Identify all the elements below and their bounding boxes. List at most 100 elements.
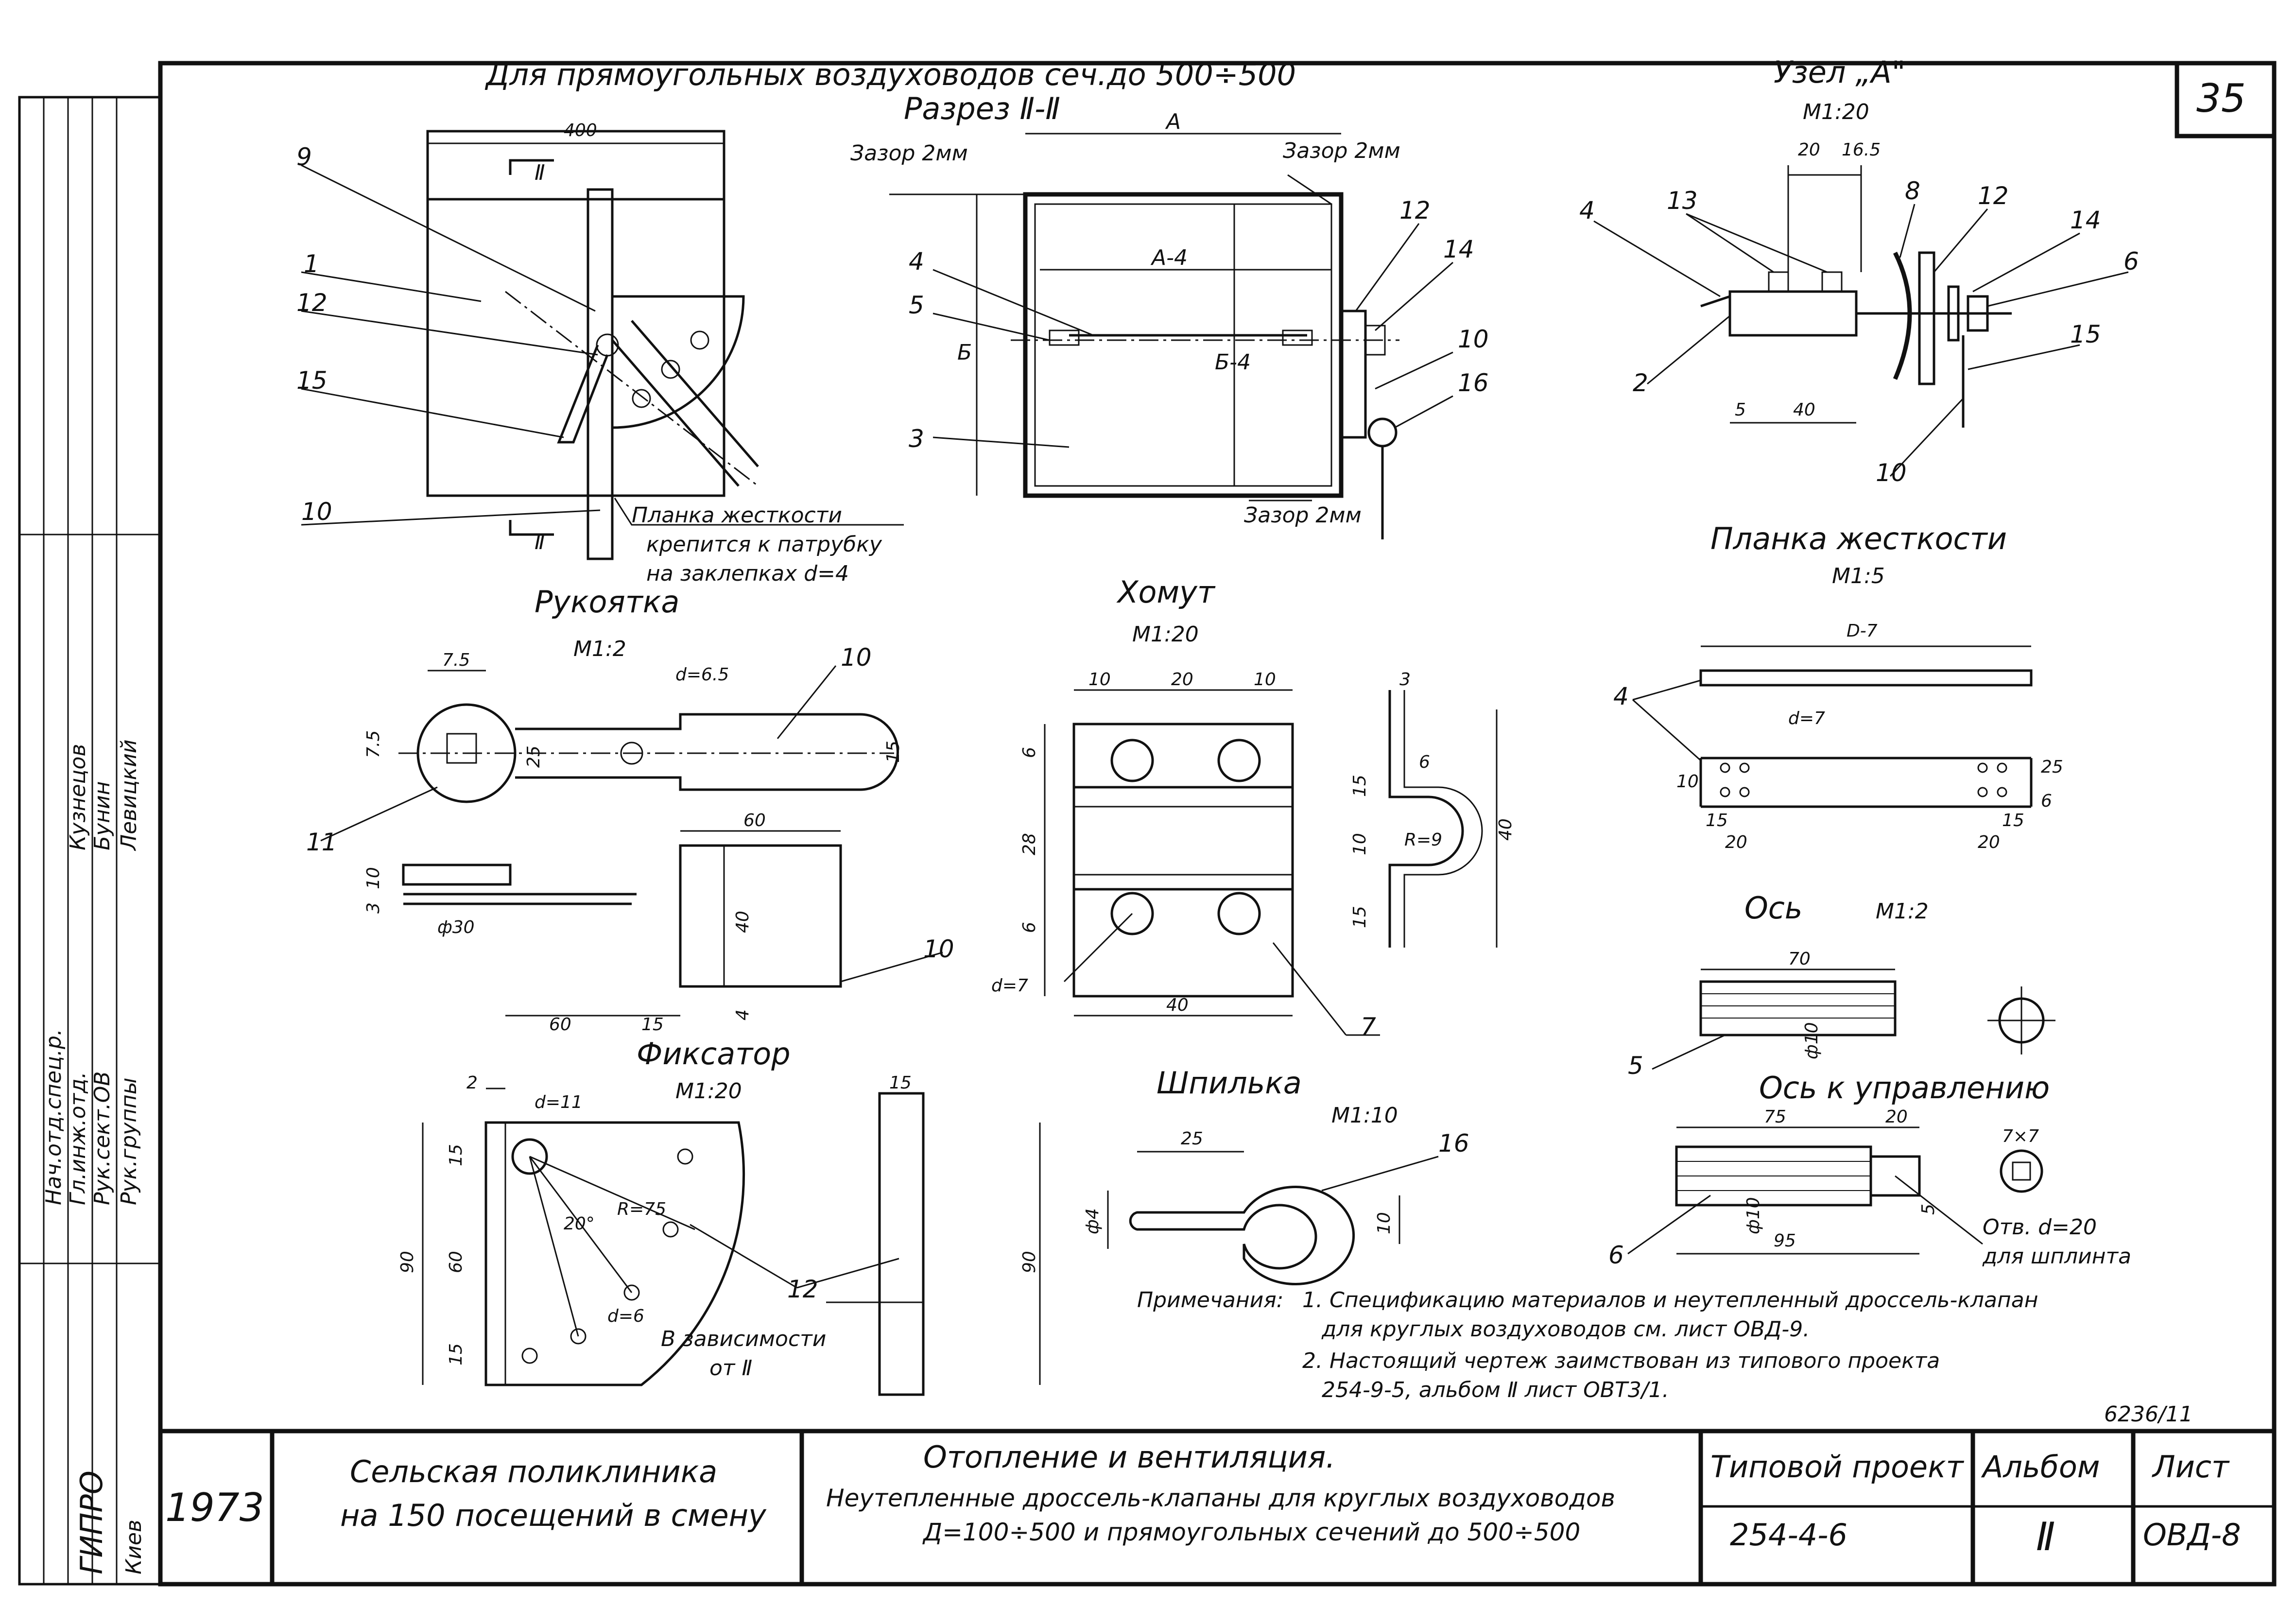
stamp-role-2: Гл.инж.отд. [66, 1071, 90, 1205]
lock-scale: М1:20 [675, 1079, 742, 1104]
dim-A: A [1165, 109, 1181, 134]
section-2-2-view [889, 133, 1453, 539]
node-a-callout-6: 6 [2123, 247, 2139, 276]
node-a-callout-2: 2 [1633, 369, 1648, 397]
axis-title: Ось [1744, 890, 1802, 926]
axis-control-dim-phi10: ф10 [1744, 1197, 1763, 1234]
node-a-callout-10: 10 [1876, 459, 1907, 487]
callout-10a: 10 [301, 498, 332, 526]
callout-5a: 5 [909, 291, 924, 319]
pin-view [1107, 1151, 1439, 1285]
dim-A-4: A-4 [1150, 245, 1188, 270]
clamp-scale: М1:20 [1132, 622, 1199, 647]
callout-1: 1 [304, 250, 319, 278]
dim-B: Б [957, 340, 972, 365]
pin-title: Шпилька [1157, 1065, 1302, 1101]
stiffener-scale: М1:5 [1832, 564, 1885, 588]
node-a-callout-14: 14 [2070, 206, 2101, 234]
pin-dim-25: 25 [1181, 1129, 1203, 1149]
stamp-role-3: Рук.сект.ОВ [90, 1071, 115, 1205]
clamp-view [1044, 689, 1498, 1036]
node-a-callout-8: 8 [1905, 177, 1920, 205]
axis-control-dim-75: 75 [1764, 1107, 1786, 1127]
stamp-name-3: Левицкий [117, 740, 141, 851]
clamp-dim-6b: 6 [1019, 922, 1039, 933]
axis-control-dim-7x7: 7×7 [2002, 1126, 2039, 1146]
stamp-name-1: Кузнецов [66, 744, 90, 850]
handle-scale: М1:2 [573, 637, 626, 661]
clamp-dim-6a: 6 [1019, 747, 1039, 758]
stamp-org-1: ГИПРО [74, 1470, 109, 1574]
tb-project-label: Типовой проект [1710, 1449, 1965, 1485]
callout-16a: 16 [1458, 369, 1489, 397]
stiffener-callout-4: 4 [1613, 682, 1629, 710]
lock-dim-15a: 15 [446, 1144, 466, 1166]
axis-control-dim-95: 95 [1774, 1231, 1796, 1251]
rect-width-dim: 400 [564, 121, 597, 140]
clamp-dim-28: 28 [1019, 833, 1039, 855]
handle-dim-7-5a: 7.5 [442, 650, 470, 670]
tb-album-label: Альбом [1981, 1449, 2100, 1485]
callout-3: 3 [909, 425, 924, 453]
section-mark-bottom: Ⅱ [535, 530, 545, 554]
handle-dim-phi30: ф30 [437, 917, 475, 937]
callout-4a: 4 [909, 247, 924, 276]
node-a-dim-20: 20 [1798, 140, 1820, 160]
clamp-dim-10b: 10 [1254, 670, 1276, 690]
stiffener-dim-15b: 15 [2002, 811, 2024, 830]
node-a-callout-12: 12 [1978, 182, 2009, 210]
stiffener-dim-15a: 15 [1706, 811, 1728, 830]
node-a-callout-15: 15 [2070, 320, 2101, 348]
tb-year: 1973 [165, 1485, 264, 1530]
clamp-dim-10a: 10 [1088, 670, 1111, 690]
section-2-2-title: Разрез Ⅱ-Ⅱ [904, 91, 1060, 126]
handle-dim-10: 10 [363, 867, 383, 889]
axis-dim-phi10: ф10 [1802, 1022, 1822, 1059]
axis-control-hole-2: для шплинта [1982, 1244, 2131, 1269]
node-a-dim-40: 40 [1793, 400, 1815, 420]
stiffener-dim-D7: D-7 [1847, 621, 1878, 641]
node-a-dim-16-5: 16.5 [1842, 140, 1881, 160]
axis-dim-70: 70 [1788, 949, 1811, 969]
tb-title-2: Неутепленные дроссель-клапаны для круглы… [826, 1484, 1615, 1512]
lock-dim-2: 2 [466, 1073, 478, 1093]
lock-dim-15c: 15 [889, 1073, 912, 1093]
lock-dim-60: 60 [446, 1251, 466, 1273]
clamp-dim-10c: 10 [1350, 833, 1370, 855]
tb-title-1: Отопление и вентиляция. [923, 1439, 1335, 1475]
handle-dim-40: 40 [733, 911, 753, 933]
handle-dim-60b: 60 [549, 1015, 571, 1035]
clamp-dim-R9: R=9 [1404, 830, 1442, 850]
notes-heading: Примечания: [1137, 1288, 1284, 1313]
lock-dim-20deg: 20° [564, 1214, 595, 1234]
notes-item-2: для круглых воздуховодов см. лист ОВД-9. [1321, 1317, 1810, 1342]
note-line-2: крепится к патрубку [646, 532, 882, 557]
handle-dim-60a: 60 [743, 811, 766, 830]
lock-callout-12: 12 [787, 1275, 818, 1303]
stiffener-view [1632, 645, 2033, 808]
note-line-3: на заклепках d=4 [646, 561, 849, 586]
stiffener-dim-6: 6 [2041, 791, 2052, 811]
callout-15: 15 [296, 366, 328, 395]
stiffener-dim-10: 10 [1676, 772, 1699, 792]
axis-control-dim-5: 5 [1918, 1204, 1938, 1215]
clamp-dim-40b: 40 [1496, 818, 1516, 841]
tb-project-number: 254-4-6 [1730, 1517, 1847, 1553]
clamp-title: Хомут [1116, 574, 1216, 610]
lock-dim-R75: R=75 [617, 1199, 666, 1219]
axis-control-hole-1: Отв. d=20 [1983, 1215, 2097, 1240]
sheet-number: 35 [2196, 76, 2246, 121]
sheet-frame [18, 61, 2277, 1587]
note-line-1: Планка жесткости [632, 503, 842, 528]
pin-scale: М1:10 [1331, 1103, 1398, 1128]
handle-dim-3: 3 [363, 902, 383, 914]
stiffener-dim-25: 25 [2041, 757, 2063, 777]
node-a-callout-13: 13 [1667, 187, 1698, 215]
inventory-number: 6236/11 [2104, 1402, 2193, 1427]
gap-bottom: Зазор 2мм [1244, 503, 1362, 528]
handle-dim-15b: 15 [641, 1015, 664, 1035]
lock-dim-90b: 90 [1019, 1251, 1039, 1273]
axis-callout-5: 5 [1628, 1052, 1643, 1080]
tb-sheet-code: ОВД-8 [2143, 1517, 2241, 1553]
